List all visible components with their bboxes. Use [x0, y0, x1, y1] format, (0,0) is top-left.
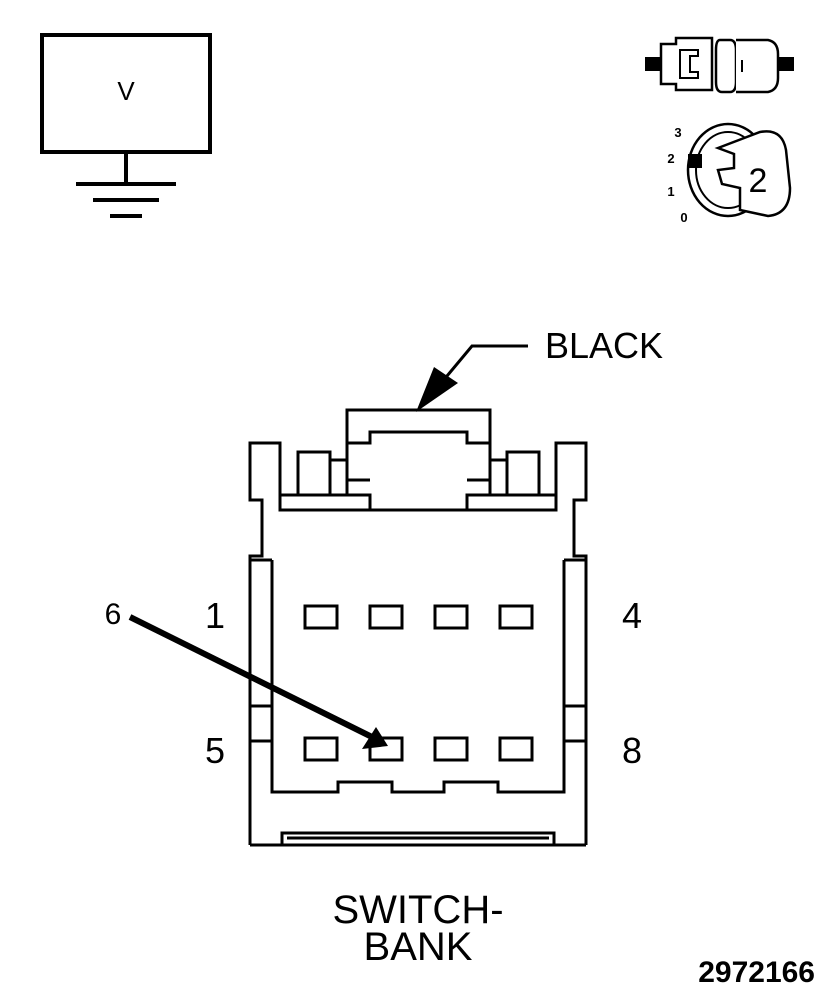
- color-arrow-head: [416, 367, 458, 412]
- probe-arrow-head: [362, 727, 388, 749]
- pin-label-5: 5: [205, 730, 225, 771]
- connector-name-line2: BANK: [364, 925, 473, 969]
- ground-icon: [76, 182, 176, 218]
- probe-pin-label: 6: [105, 598, 122, 631]
- pin-cavity: [303, 736, 339, 762]
- voltmeter-symbol: V: [40, 33, 212, 218]
- voltmeter-label: V: [117, 76, 135, 106]
- pin-cavity: [303, 604, 339, 630]
- connector-name-line1: SWITCH-: [332, 888, 503, 932]
- pin-cavity: [433, 604, 469, 630]
- pin-label-8: 8: [622, 730, 642, 771]
- pin-cavity: [498, 736, 534, 762]
- color-callout: BLACK: [416, 325, 663, 412]
- pin-label-4: 4: [622, 595, 642, 636]
- ignition-key-number: 2: [749, 162, 768, 200]
- pin-cavity: [498, 604, 534, 630]
- connector-color-label: BLACK: [545, 325, 663, 366]
- pin-cavities: [303, 604, 534, 762]
- pin-label-1: 1: [205, 595, 225, 636]
- ignition-position-1: 1: [667, 184, 674, 199]
- ignition-position-3: 3: [674, 125, 681, 140]
- probe-callout: 6: [105, 598, 388, 749]
- ignition-position-0: 0: [680, 210, 687, 225]
- pin-cavity: [368, 604, 404, 630]
- ignition-key-icon: 3 2 1 0 2: [667, 122, 792, 225]
- pin-cavity: [433, 736, 469, 762]
- voltmeter-box: [40, 33, 212, 154]
- connector-body: [248, 408, 588, 847]
- figure-id: 2972166: [698, 956, 815, 989]
- disconnected-connector-icon: [645, 36, 794, 94]
- ignition-position-2: 2: [667, 151, 674, 166]
